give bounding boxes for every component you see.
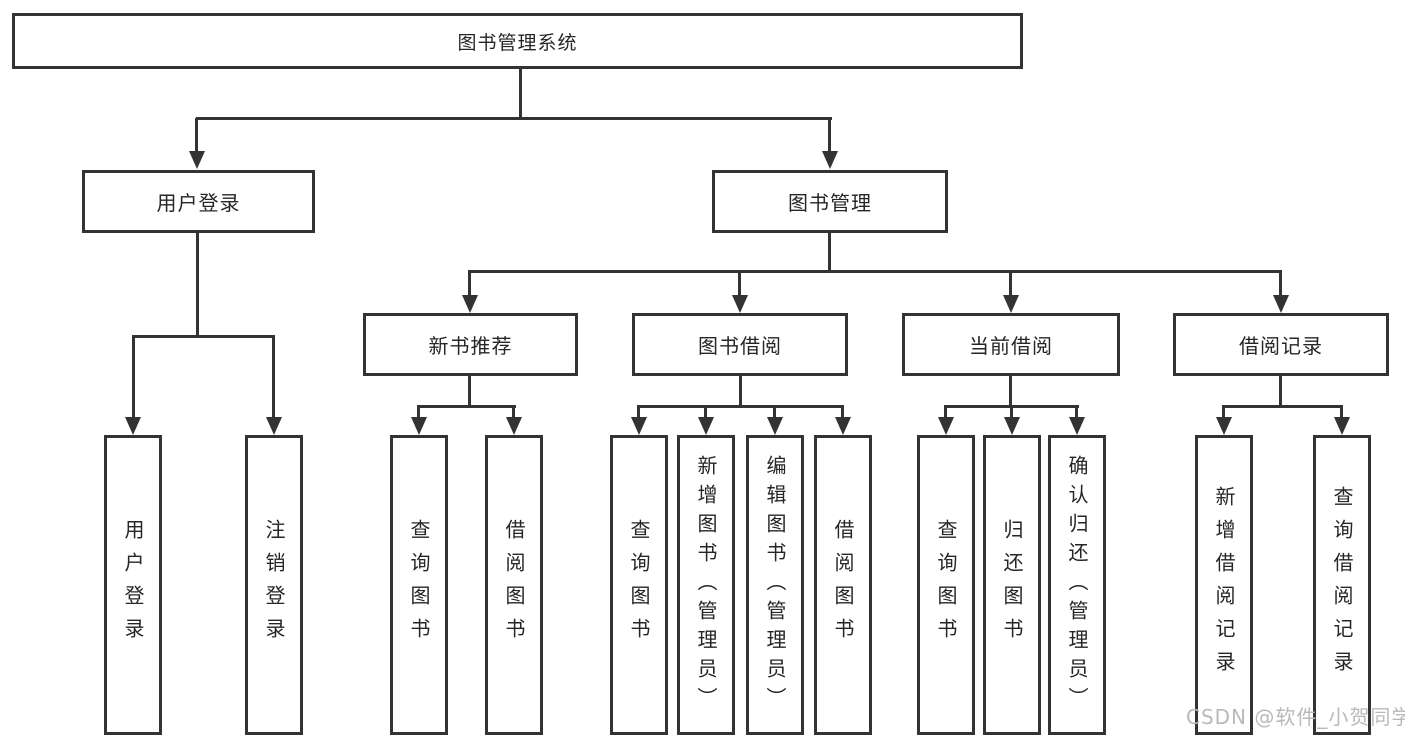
node-label: 查询图书 (627, 519, 651, 651)
node-label: 图书借阅 (698, 334, 782, 358)
node-label: 用户登录 (121, 519, 145, 651)
node-book-borrowing: 图书借阅 (632, 313, 848, 376)
node-book-management: 图书管理 (712, 170, 948, 233)
edge-line (132, 335, 135, 419)
arrowhead-icon (1334, 417, 1350, 435)
edge-line (637, 405, 844, 408)
watermark: CSDN @软件_小贺同学 (1186, 705, 1405, 729)
node-label: 借阅图书 (831, 519, 855, 651)
leaf-add-borrow-record: 新增借阅记录 (1195, 435, 1253, 735)
arrowhead-icon (462, 295, 478, 313)
edge-line (1010, 405, 1013, 420)
node-label: 查询借阅记录 (1330, 486, 1354, 684)
leaf-search-borrow-record: 查询借阅记录 (1313, 435, 1371, 735)
edge-line (196, 233, 199, 337)
leaf-search-books-recommend: 查询图书 (390, 435, 448, 735)
leaf-return-books: 归还图书 (983, 435, 1041, 735)
edge-line (468, 376, 471, 406)
arrowhead-icon (732, 295, 748, 313)
edge-line (704, 405, 707, 420)
edge-line (1222, 405, 1225, 420)
arrowhead-icon (1273, 295, 1289, 313)
node-label: 当前借阅 (969, 334, 1053, 358)
node-label: 借阅记录 (1239, 334, 1323, 358)
node-label: 编辑图书（管理员） (763, 454, 787, 716)
node-label: 图书管理系统 (457, 31, 578, 54)
node-label: 图书管理 (788, 191, 872, 215)
edge-line (739, 376, 742, 406)
leaf-search-books-current: 查询图书 (917, 435, 975, 735)
arrowhead-icon (189, 151, 205, 169)
edge-line (841, 405, 844, 420)
node-label: 新书推荐 (428, 334, 513, 358)
edge-line (1009, 270, 1012, 297)
edge-line (944, 405, 947, 420)
edge-line (828, 233, 831, 272)
edge-line (1009, 376, 1012, 406)
edge-line (195, 118, 198, 152)
leaf-logout: 注销登录 (245, 435, 303, 735)
edge-line (468, 270, 1282, 273)
edge-line (1340, 405, 1343, 420)
arrowhead-icon (125, 417, 141, 435)
edge-line (1222, 405, 1343, 408)
arrowhead-icon (631, 417, 647, 435)
node-label: 查询图书 (407, 519, 431, 651)
arrowhead-icon (506, 417, 522, 435)
node-label: 用户登录 (156, 191, 241, 215)
edge-line (1279, 376, 1282, 406)
edge-line (132, 335, 275, 338)
arrowhead-icon (835, 417, 851, 435)
arrowhead-icon (767, 417, 783, 435)
leaf-borrow-books-borrowing: 借阅图书 (814, 435, 872, 735)
node-borrowing-records: 借阅记录 (1173, 313, 1389, 376)
edge-line (738, 270, 741, 297)
node-label: 归还图书 (1000, 519, 1024, 651)
arrowhead-icon (411, 417, 427, 435)
leaf-borrow-books-recommend: 借阅图书 (485, 435, 543, 735)
edge-line (512, 405, 515, 420)
arrowhead-icon (938, 417, 954, 435)
arrowhead-icon (1069, 417, 1085, 435)
arrowhead-icon (1004, 417, 1020, 435)
node-label: 确认归还（管理员） (1065, 454, 1089, 716)
leaf-confirm-return-admin: 确认归还（管理员） (1048, 435, 1106, 735)
node-library-system: 图书管理系统 (12, 13, 1023, 69)
edge-line (637, 405, 640, 420)
edge-line (417, 405, 516, 408)
node-label: 借阅图书 (502, 519, 526, 651)
arrowhead-icon (1003, 295, 1019, 313)
arrowhead-icon (1216, 417, 1232, 435)
leaf-user-login: 用户登录 (104, 435, 162, 735)
edge-line (1279, 270, 1282, 297)
leaf-edit-book-admin: 编辑图书（管理员） (746, 435, 804, 735)
arrowhead-icon (266, 417, 282, 435)
leaf-search-books-borrowing: 查询图书 (610, 435, 668, 735)
node-label: 注销登录 (262, 519, 286, 651)
arrowhead-icon (822, 151, 838, 169)
node-label: 查询图书 (934, 519, 958, 651)
leaf-add-book-admin: 新增图书（管理员） (677, 435, 735, 735)
edge-line (196, 117, 832, 120)
node-current-borrowing: 当前借阅 (902, 313, 1120, 376)
node-label: 新增借阅记录 (1212, 486, 1236, 684)
arrowhead-icon (698, 417, 714, 435)
edge-line (828, 118, 831, 152)
node-label: 新增图书（管理员） (694, 454, 718, 716)
edge-line (417, 405, 420, 420)
edge-line (468, 270, 471, 297)
edge-line (272, 335, 275, 419)
node-new-book-recommend: 新书推荐 (363, 313, 578, 376)
edge-line (1075, 405, 1078, 420)
edge-line (773, 405, 776, 420)
node-user-login: 用户登录 (82, 170, 315, 233)
edge-line (519, 69, 522, 118)
